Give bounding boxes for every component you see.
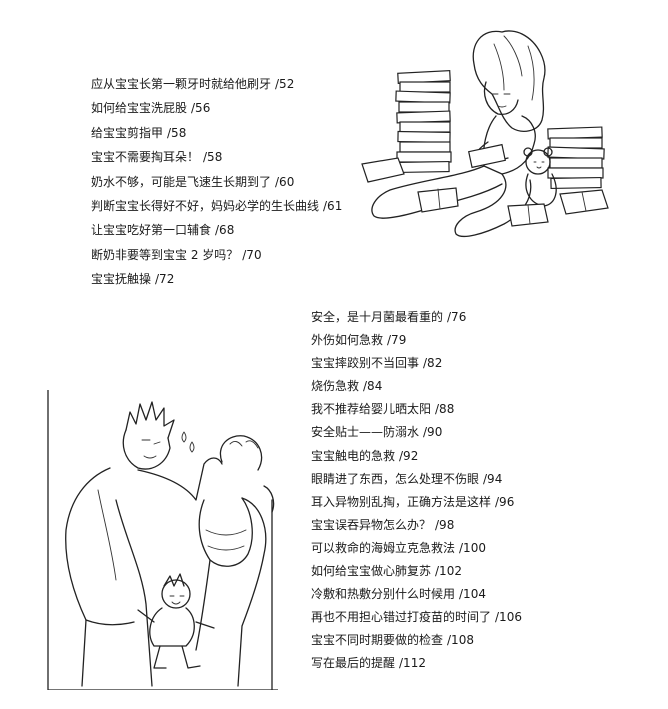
toc-entry[interactable]: 如何给宝宝洗屁股/56 [91,101,211,116]
toc-entry[interactable]: 宝宝触电的急救/92 [311,448,419,463]
toc-entry[interactable]: 耳入异物别乱掏，正确方法是这样/96 [311,494,515,509]
toc-entry[interactable]: 可以救命的海姆立克急救法/100 [311,540,486,555]
toc-entry[interactable]: 再也不用担心错过打疫苗的时间了/106 [311,610,522,625]
toc-entry[interactable]: 给宝宝剪指甲/58 [91,125,187,140]
toc-entry[interactable]: 冷敷和热敷分别什么时候用/104 [311,587,486,602]
toc-entry[interactable]: 奶水不够，可能是飞速生长期到了/60 [91,174,295,189]
toc-entry[interactable]: 我不推荐给婴儿晒太阳/88 [311,402,455,417]
toc-entry[interactable]: 宝宝不同时期要做的检查/108 [311,633,474,648]
toc-section-1: 应从宝宝长第一颗牙时就给他刷牙/52 如何给宝宝洗屁股/56 给宝宝剪指甲/58… [91,72,342,292]
toc-entry[interactable]: 宝宝摔跤别不当回事/82 [311,356,443,371]
toc-entry[interactable]: 宝宝不需要掏耳朵！/58 [91,150,223,165]
toc-entry[interactable]: 让宝宝吃好第一口辅食/68 [91,223,235,238]
toc-entry[interactable]: 宝宝抚触操/72 [91,272,175,287]
toc-entry[interactable]: 应从宝宝长第一颗牙时就给他刷牙/52 [91,77,295,91]
toc-entry[interactable]: 烧伤急救/84 [311,379,383,394]
toc-entry[interactable]: 判断宝宝长得好不好，妈妈必学的生长曲线/61 [91,199,343,214]
toc-entry[interactable]: 安全，是十月菌最看重的/76 [311,310,467,324]
toc-section-2: 安全，是十月菌最看重的/76 外伤如何急救/79 宝宝摔跤别不当回事/82 烧伤… [311,306,522,676]
toc-entry[interactable]: 眼睛进了东西，怎么处理不伤眼/94 [311,471,503,486]
reading-mother-illustration [361,30,609,238]
toc-entry[interactable]: 外伤如何急救/79 [311,333,407,348]
toc-entry[interactable]: 安全贴士——防溺水/90 [311,425,443,440]
family-first-aid-illustration [47,390,278,690]
toc-entry[interactable]: 写在最后的提醒/112 [311,656,426,671]
toc-entry[interactable]: 宝宝误吞异物怎么办？/98 [311,517,455,532]
toc-entry[interactable]: 断奶非要等到宝宝 2 岁吗？/70 [91,247,262,262]
toc-entry[interactable]: 如何给宝宝做心肺复苏/102 [311,564,462,579]
